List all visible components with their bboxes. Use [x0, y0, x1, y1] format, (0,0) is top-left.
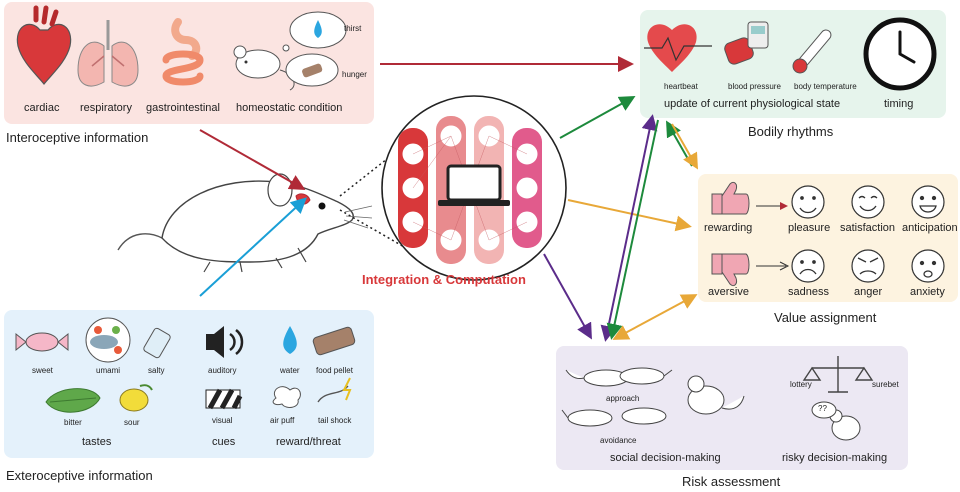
lottery-label: lottery [790, 380, 812, 389]
thought-bubbles [282, 11, 347, 87]
risky-decision-label: risky decision-making [782, 452, 888, 464]
interoceptive-heading: Interoceptive information [6, 130, 149, 145]
arrow-risk-value [612, 294, 698, 340]
arrow-bodily-value-orange [671, 123, 698, 170]
clock-icon [863, 17, 937, 91]
water-drop-icon [283, 326, 297, 354]
arrow-risk-bodily-purple [600, 114, 658, 342]
laptop-icon [438, 164, 510, 206]
pleasure-label: pleasure [788, 222, 831, 234]
food-pellet-icon [312, 326, 356, 356]
rewarding-label: rewarding [704, 222, 753, 234]
blood-pressure-icon [724, 21, 769, 65]
thumbs-up-icon [711, 181, 750, 215]
respiratory-label: respiratory [80, 102, 132, 114]
scale-icon [802, 356, 874, 393]
food-pellet-icon [302, 63, 323, 78]
approach-mice-icon [565, 367, 673, 387]
salty-label: salty [148, 366, 165, 375]
satisfaction-face-icon [851, 185, 885, 219]
exteroceptive-heading: Exteroceptive information [6, 468, 153, 483]
heartbeat-icon [644, 24, 712, 72]
sour-label: sour [124, 418, 140, 427]
body-temperature-label: body temperature [794, 82, 857, 91]
umami-plate-icon [85, 317, 131, 363]
sadness-label: sadness [788, 286, 829, 298]
approach-label: approach [606, 394, 640, 403]
anticipation-label: anticipation [902, 222, 958, 234]
timing-label: timing [884, 98, 914, 110]
reward-threat-label: reward/threat [276, 436, 341, 448]
avoidance-label: avoidance [600, 436, 637, 445]
arrow-intero-to-mouse [199, 129, 306, 190]
arrow-center-to-value [567, 199, 692, 232]
speaker-icon [206, 326, 244, 358]
heartbeat-label: heartbeat [664, 82, 698, 91]
auditory-label: auditory [208, 366, 237, 375]
pleasure-face-icon [791, 185, 825, 219]
cardiac-label: cardiac [24, 102, 60, 114]
lungs-icon [77, 20, 139, 87]
anxiety-face-icon [911, 249, 945, 283]
satisfaction-label: satisfaction [840, 222, 896, 234]
social-decision-label: social decision-making [610, 452, 721, 464]
water-drop-icon [314, 20, 322, 38]
mouse-thinking-icon [233, 45, 295, 91]
arrow-center-to-risk [543, 253, 592, 340]
water-label: water [280, 366, 300, 375]
risk-assessment-heading: Risk assessment [682, 474, 781, 489]
blood-pressure-label: blood pressure [728, 82, 781, 91]
sitting-mouse-icon [687, 375, 745, 415]
thermometer-icon [792, 29, 832, 74]
surebet-label: surebet [872, 380, 899, 389]
tastes-label: tastes [82, 436, 112, 448]
aversive-label: aversive [708, 286, 749, 298]
anger-face-icon [851, 249, 885, 283]
thirst-label: thirst [344, 24, 362, 33]
thumbs-down-icon [711, 253, 750, 287]
neural-network-circle [381, 95, 567, 281]
arrow-bodily-value-green [666, 120, 693, 167]
value-assignment-heading: Value assignment [774, 310, 877, 325]
cues-label: cues [212, 436, 236, 448]
risky-mouse-icon [811, 401, 861, 441]
candy-icon [15, 332, 69, 352]
anger-label: anger [854, 286, 883, 298]
intestine-icon [162, 18, 204, 86]
anxiety-label: anxiety [910, 286, 945, 298]
gastrointestinal-label: gastrointestinal [146, 102, 220, 114]
integration-label: Integration & Computation [362, 272, 526, 287]
leaf-icon [45, 388, 101, 413]
air-puff-icon [272, 386, 301, 408]
arrow-extero-to-mouse [199, 197, 307, 297]
air-puff-label: air puff [270, 416, 295, 425]
question-bubble [811, 401, 837, 419]
visual-label: visual [212, 416, 233, 425]
avoidance-mice-icon [561, 407, 667, 427]
arrow-center-to-bodily [559, 96, 636, 139]
umami-label: umami [96, 366, 121, 375]
lemon-icon [119, 384, 153, 412]
exteroceptive-panel [4, 310, 374, 458]
anticipation-face-icon [911, 185, 945, 219]
sadness-face-icon [791, 249, 825, 283]
update-state-label: update of current physiological state [664, 98, 841, 110]
sweet-label: sweet [32, 366, 53, 375]
tail-shock-label: tail shock [318, 416, 352, 425]
stripes-icon [205, 388, 243, 410]
food-pellet-label: food pellet [316, 366, 353, 375]
arrow-risk-bodily-green [606, 119, 659, 340]
mouse-illustration [117, 173, 373, 273]
hunger-label: hunger [342, 70, 367, 79]
bodily-rhythms-heading: Bodily rhythms [748, 124, 834, 139]
heart-icon [16, 5, 72, 85]
homeostatic-label: homeostatic condition [236, 102, 343, 114]
question-label: ?? [818, 404, 827, 413]
bitter-label: bitter [64, 418, 82, 427]
salt-shaker-icon [143, 327, 171, 359]
tail-shock-icon [317, 377, 352, 403]
